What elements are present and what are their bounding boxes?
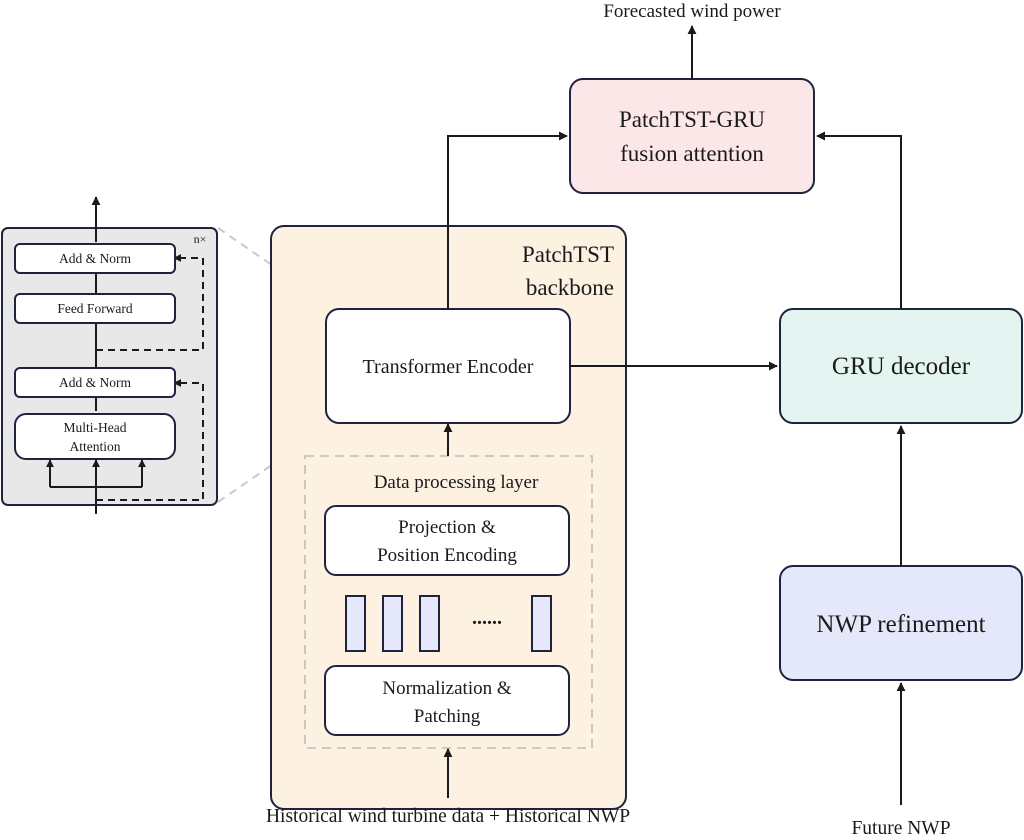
arrow-encoder-to-fusion bbox=[447, 131, 568, 309]
repeat-marker: n× bbox=[194, 232, 207, 246]
projection-label-line1: Projection & bbox=[398, 517, 496, 538]
gru-decoder-label: GRU decoder bbox=[832, 353, 971, 380]
normalization-patching-box bbox=[324, 665, 570, 736]
add-norm-top-box bbox=[14, 243, 176, 274]
data-processing-layer-label: Data processing layer bbox=[374, 472, 539, 493]
normalization-label-line2: Patching bbox=[414, 706, 481, 727]
fusion-label-line2: fusion attention bbox=[620, 141, 764, 166]
feed-forward-box bbox=[14, 293, 176, 324]
backbone-title-line2: backbone bbox=[526, 275, 614, 300]
arrow-gru-to-fusion bbox=[816, 131, 902, 309]
patches-ellipsis: ...... bbox=[472, 607, 502, 629]
nwp-refinement-label: NWP refinement bbox=[816, 611, 985, 638]
residual-connection-feedforward bbox=[96, 254, 204, 351]
add-norm-bottom-box bbox=[14, 367, 176, 398]
patchtst-backbone: PatchTST backbone Transformer Encoder Da… bbox=[270, 225, 627, 810]
normalization-label-line1: Normalization & bbox=[382, 678, 511, 699]
projection-encoding-box bbox=[324, 505, 570, 576]
patch-n bbox=[531, 595, 552, 652]
encoder-detail-panel: n× Add & Norm Feed Forward Add & Norm Mu… bbox=[1, 196, 218, 514]
multi-head-attention-box bbox=[14, 413, 176, 460]
multi-head-attention-label-line2: Attention bbox=[70, 439, 121, 454]
residual-connection-attention bbox=[96, 379, 204, 501]
transformer-encoder-label: Transformer Encoder bbox=[363, 356, 534, 378]
add-norm-top-label: Add & Norm bbox=[59, 251, 131, 266]
add-norm-bottom-label: Add & Norm bbox=[59, 375, 131, 390]
backbone-title-line1: PatchTST bbox=[522, 242, 614, 267]
fusion-label-line1: PatchTST-GRU bbox=[619, 107, 765, 132]
historical-input-label: Historical wind turbine data + Historica… bbox=[266, 806, 630, 827]
projection-label-line2: Position Encoding bbox=[377, 545, 517, 566]
feed-forward-label: Feed Forward bbox=[57, 301, 133, 316]
future-input-label: Future NWP bbox=[851, 818, 950, 839]
output-label: Forecasted wind power bbox=[603, 1, 781, 22]
fusion-attention-box bbox=[569, 78, 815, 194]
multi-head-attention-label-line1: Multi-Head bbox=[64, 420, 127, 435]
patch-1 bbox=[345, 595, 366, 652]
patch-3 bbox=[419, 595, 440, 652]
patch-2 bbox=[382, 595, 403, 652]
